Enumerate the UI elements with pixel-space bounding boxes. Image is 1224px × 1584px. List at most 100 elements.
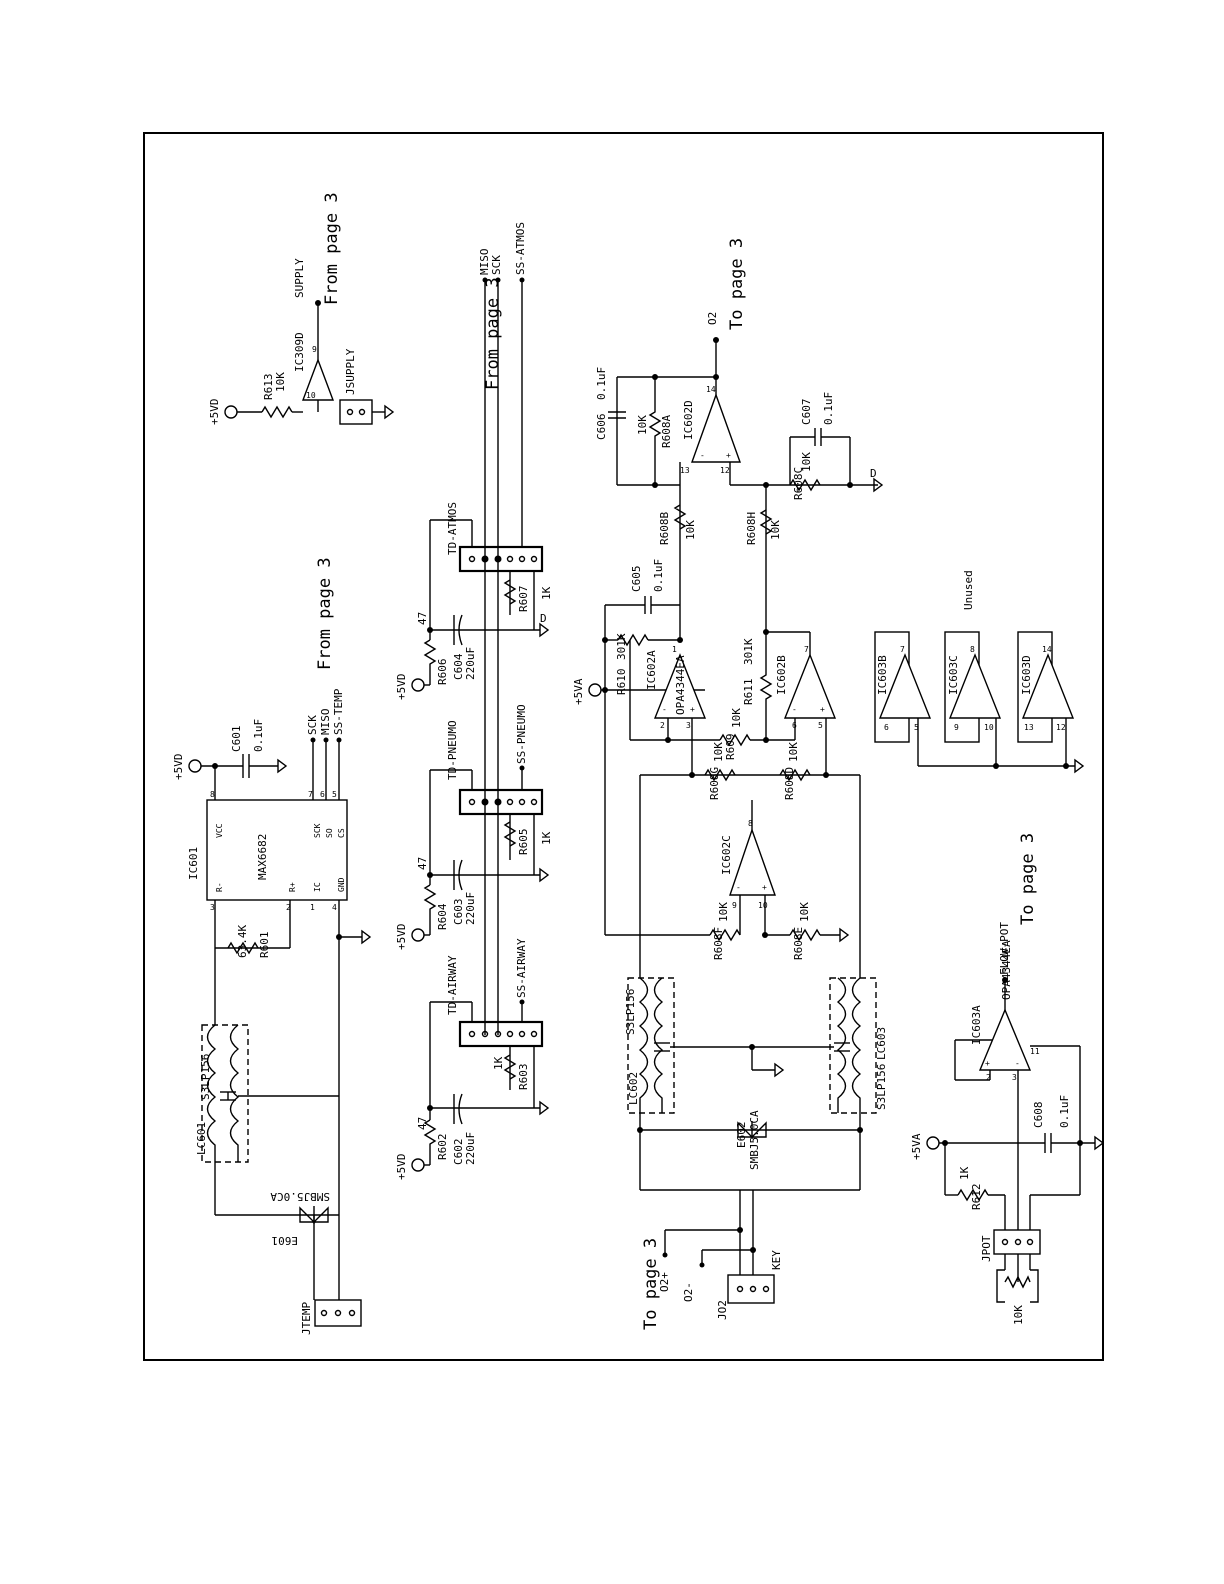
svg-text:C608: C608: [1032, 1102, 1045, 1129]
svg-text:10: 10: [984, 723, 994, 732]
jpot-connector: [993, 1229, 1041, 1255]
svg-text:220uF: 220uF: [464, 892, 477, 925]
unused-opamps: Unused IC603B 7 6 5 IC603C 8 9 10 IC603D…: [874, 570, 1085, 774]
svg-text:47: 47: [416, 857, 429, 870]
temperature-section: +5VD C601 0.1uF IC601 MAX6682 VCC R- R+ …: [172, 557, 372, 1335]
svg-text:+5VD: +5VD: [172, 754, 185, 781]
svg-text:R612: R612: [970, 1184, 983, 1211]
spi-transducers: MISO SCK SS-ATMOS From page 3 TD-ATMOS R…: [395, 222, 553, 1180]
svg-text:R611: R611: [742, 679, 755, 706]
svg-text:R604: R604: [436, 903, 449, 930]
svg-text:220uF: 220uF: [464, 1132, 477, 1165]
ic601-chip: [206, 799, 348, 901]
svg-text:5: 5: [332, 790, 337, 799]
svg-text:R603: R603: [517, 1064, 530, 1091]
svg-text:GND: GND: [337, 877, 346, 892]
svg-text:S3LP156: S3LP156: [199, 1054, 212, 1100]
lc602-filter: [627, 977, 675, 1114]
svg-text:R605: R605: [517, 829, 530, 856]
svg-text:13: 13: [1024, 723, 1034, 732]
svg-text:E602: E602: [735, 1122, 748, 1149]
svg-text:JPOT: JPOT: [980, 1235, 993, 1262]
svg-text:S3LP156: S3LP156: [875, 1064, 888, 1110]
svg-text:IC603B: IC603B: [876, 655, 889, 695]
r613-value: 10K: [274, 372, 287, 392]
svg-text:R-: R-: [215, 882, 224, 892]
flow-pot-section: FLOW-POT To page 3 IC603A OPA4344EA + - …: [910, 833, 1105, 1325]
svg-text:R608D: R608D: [783, 767, 796, 800]
svg-text:7: 7: [308, 790, 313, 799]
svg-text:9: 9: [312, 345, 317, 354]
page-ref: From page 3: [322, 192, 342, 305]
oxygen-amplifier: O2 To page 3 C606 0.1uF 10K R608A IC602D…: [572, 238, 888, 1330]
svg-text:10K: 10K: [730, 708, 743, 728]
net-label: SUPPLY: [293, 258, 306, 298]
svg-text:C601: C601: [230, 726, 243, 753]
lc601-filter: [201, 1024, 249, 1163]
svg-text:10: 10: [306, 391, 316, 400]
svg-text:5: 5: [914, 723, 919, 732]
svg-text:D: D: [540, 612, 547, 625]
svg-text:+: +: [726, 451, 731, 460]
svg-text:10: 10: [758, 901, 768, 910]
svg-text:SS-AIRWAY: SS-AIRWAY: [515, 938, 528, 998]
r613-ref: R613: [262, 374, 275, 401]
svg-text:KEY: KEY: [770, 1250, 783, 1270]
svg-text:O2-: O2-: [682, 1282, 695, 1302]
svg-text:LC603: LC603: [875, 1027, 888, 1060]
svg-text:JTEMP: JTEMP: [300, 1302, 313, 1335]
svg-text:IC601: IC601: [187, 847, 200, 880]
svg-text:3: 3: [210, 903, 215, 912]
svg-text:-: -: [1015, 1059, 1020, 1068]
page-ref: From page 3: [483, 277, 503, 390]
svg-text:301K: 301K: [615, 633, 628, 660]
svg-text:IC603A: IC603A: [970, 1005, 983, 1045]
ic602b-opamp: [783, 653, 837, 719]
svg-text:R610: R610: [615, 669, 628, 696]
svg-text:47: 47: [416, 1117, 429, 1130]
svg-text:C607: C607: [800, 399, 813, 426]
svg-text:C602: C602: [452, 1139, 465, 1166]
svg-text:C605: C605: [630, 566, 643, 593]
svg-text:10K: 10K: [787, 742, 800, 762]
svg-text:220uF: 220uF: [464, 647, 477, 680]
svg-text:1K: 1K: [540, 831, 553, 845]
svg-text:8: 8: [970, 645, 975, 654]
svg-text:7: 7: [804, 645, 809, 654]
svg-text:C606: C606: [595, 414, 608, 441]
svg-text:2: 2: [986, 1073, 991, 1082]
svg-text:5: 5: [818, 721, 823, 730]
svg-text:12: 12: [720, 466, 730, 475]
jsupply-ref: JSUPPLY: [344, 348, 357, 395]
svg-text:OPA4344EA: OPA4344EA: [1000, 940, 1013, 1000]
schematic-frame: [143, 132, 1104, 1361]
svg-text:IC603D: IC603D: [1020, 655, 1033, 695]
svg-text:+: +: [985, 1059, 990, 1068]
svg-text:0.1uF: 0.1uF: [652, 559, 665, 592]
svg-text:R+: R+: [288, 882, 297, 892]
svg-text:+5VA: +5VA: [572, 678, 585, 705]
svg-text:+: +: [690, 705, 695, 714]
svg-text:D: D: [870, 467, 877, 480]
svg-text:10K: 10K: [636, 415, 649, 435]
svg-text:SS-PNEUMO: SS-PNEUMO: [515, 704, 528, 764]
net-label: +5VD: [208, 399, 221, 426]
svg-text:R601: R601: [258, 932, 271, 959]
svg-text:301K: 301K: [742, 638, 755, 665]
svg-text:10K: 10K: [800, 452, 813, 472]
svg-text:12: 12: [1056, 723, 1066, 732]
svg-text:R606: R606: [436, 659, 449, 686]
svg-text:SCK: SCK: [490, 255, 503, 275]
lc603-filter: [829, 977, 877, 1114]
svg-text:IC602C: IC602C: [720, 835, 733, 875]
svg-text:R608H: R608H: [745, 512, 758, 545]
svg-text:1: 1: [672, 645, 677, 654]
svg-text:S3LP156: S3LP156: [624, 989, 637, 1035]
svg-text:SMBJ5.0CA: SMBJ5.0CA: [270, 1190, 330, 1203]
ic602c-opamp: [729, 827, 776, 896]
svg-text:LC602: LC602: [627, 1072, 640, 1105]
svg-text:+: +: [820, 705, 825, 714]
svg-text:CS: CS: [337, 828, 346, 838]
svg-text:IC602A: IC602A: [645, 650, 658, 690]
